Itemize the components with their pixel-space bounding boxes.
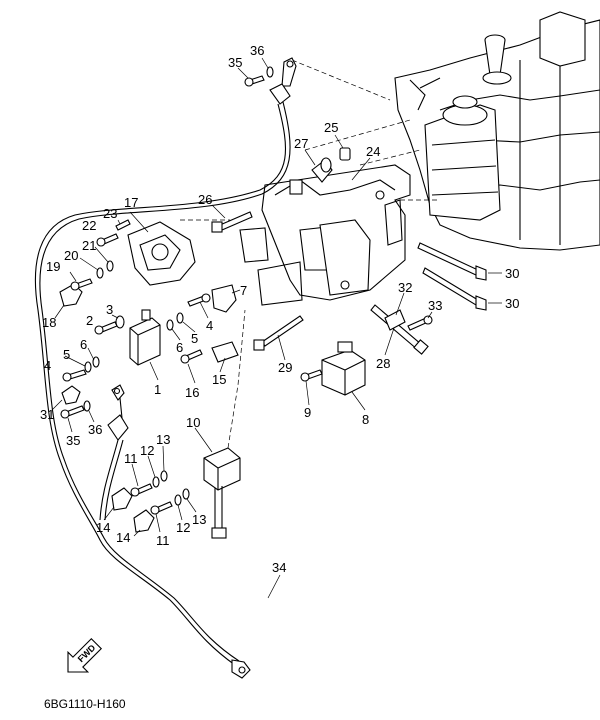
cap-25 <box>334 134 351 161</box>
callout-8: 8 <box>362 412 369 427</box>
washer-12-bottom <box>174 494 183 521</box>
clip-15 <box>211 341 239 373</box>
callout-16: 16 <box>185 385 199 400</box>
callout-35-upper: 35 <box>228 55 242 70</box>
screw-2 <box>94 321 118 335</box>
callout-14-bottom: 14 <box>116 530 130 545</box>
callout-36-upper: 36 <box>250 43 264 58</box>
washer-36-lower <box>83 400 95 423</box>
callout-13-top: 13 <box>156 432 170 447</box>
washer-13-bottom <box>182 488 197 513</box>
callout-11-top: 11 <box>124 451 138 466</box>
relay-10 <box>194 309 246 539</box>
short-wire <box>99 384 129 521</box>
callout-5-right: 5 <box>191 331 198 346</box>
callout-12-top: 12 <box>140 443 154 458</box>
bolt-28 <box>370 304 429 356</box>
screw-11-top <box>130 463 153 497</box>
washer-set-left <box>62 347 100 382</box>
bolt-26 <box>211 204 253 233</box>
callout-4-right: 4 <box>206 318 213 333</box>
bracket-assembly <box>239 164 411 306</box>
callout-1: 1 <box>154 382 161 397</box>
callout-11-bottom: 11 <box>156 533 170 548</box>
callout-30-bottom: 30 <box>505 296 519 311</box>
fwd-arrow-icon: FWD <box>67 637 103 673</box>
clamp-32 <box>384 292 406 331</box>
cdi-unit-1 <box>129 309 161 381</box>
washer-3 <box>111 314 125 329</box>
callout-32: 32 <box>398 280 412 295</box>
engine-leaders <box>180 59 440 221</box>
callout-4-left: 4 <box>44 358 51 373</box>
callout-10: 10 <box>186 415 200 430</box>
callout-labels: 36 35 25 27 24 26 17 23 22 21 20 19 18 3… <box>40 43 519 575</box>
bracket-7 <box>211 284 241 313</box>
callout-20: 20 <box>64 248 78 263</box>
ground-wire-upper <box>34 57 297 679</box>
clamp-31 <box>51 385 81 411</box>
callout-27: 27 <box>294 136 308 151</box>
callout-35-lower: 35 <box>66 433 80 448</box>
callout-12-bottom: 12 <box>176 520 190 535</box>
callout-7: 7 <box>240 283 247 298</box>
bracket-24-leader <box>351 157 371 181</box>
relay-8 <box>321 341 366 411</box>
callout-26: 26 <box>198 192 212 207</box>
screw-35-lower <box>60 405 85 433</box>
callout-31: 31 <box>40 407 54 422</box>
bolt-29 <box>253 315 304 361</box>
wire-34-leader <box>267 574 281 599</box>
callout-29: 29 <box>278 360 292 375</box>
callout-23: 23 <box>103 206 117 221</box>
washer-13-top <box>160 445 168 482</box>
callout-28: 28 <box>376 356 390 371</box>
callout-3: 3 <box>106 302 113 317</box>
bolt-23 <box>115 219 131 231</box>
callout-6-left: 6 <box>80 337 87 352</box>
callout-34: 34 <box>272 560 286 575</box>
clamp-14-top <box>103 487 133 521</box>
callout-17: 17 <box>124 195 138 210</box>
washer-20 <box>79 257 104 279</box>
callout-36-lower: 36 <box>88 422 102 437</box>
washer-21 <box>94 246 114 272</box>
washer-36-upper <box>261 57 274 78</box>
callout-30-top: 30 <box>505 266 519 281</box>
screw-35-upper <box>237 67 265 87</box>
callout-2: 2 <box>86 313 93 328</box>
clamp-14-bottom <box>133 509 155 537</box>
figure-code: 6BG1110-H160 <box>44 697 126 711</box>
callout-14-top: 14 <box>96 520 110 535</box>
screw-9 <box>300 369 323 406</box>
callout-6-right: 6 <box>176 340 183 355</box>
bracket-17 <box>127 211 196 286</box>
callout-24: 24 <box>366 144 380 159</box>
callout-13-bottom: 13 <box>192 512 206 527</box>
washer-set-right <box>166 293 211 341</box>
callout-21: 21 <box>82 238 96 253</box>
long-bolts-30 <box>417 242 502 311</box>
callout-15: 15 <box>212 372 226 387</box>
screw-33 <box>407 311 433 331</box>
callout-22: 22 <box>82 218 96 233</box>
callout-25: 25 <box>324 120 338 135</box>
screw-19 <box>69 271 93 291</box>
washer-12-top <box>147 455 160 488</box>
callout-5-left: 5 <box>63 347 70 362</box>
callout-33: 33 <box>428 298 442 313</box>
grommet-27 <box>304 149 333 183</box>
callout-19: 19 <box>46 259 60 274</box>
callout-9: 9 <box>304 405 311 420</box>
screw-16 <box>180 349 203 384</box>
engine-block <box>394 11 600 251</box>
screw-22 <box>96 233 119 247</box>
callout-18: 18 <box>42 315 56 330</box>
screw-11-bottom <box>150 501 173 533</box>
